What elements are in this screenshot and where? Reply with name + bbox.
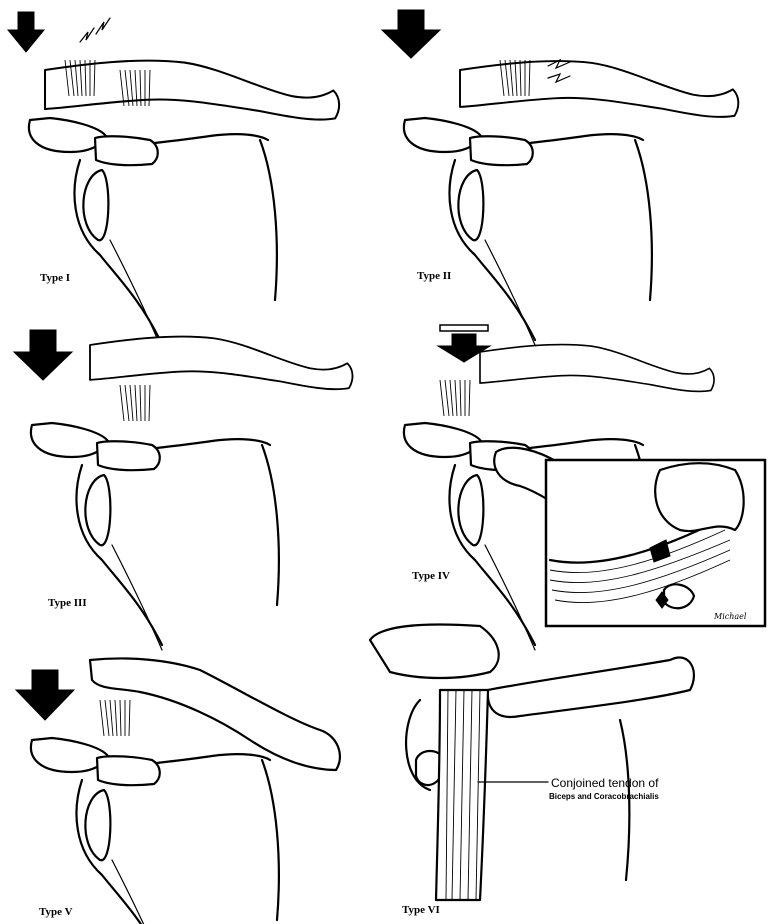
type-6-label: Type VI xyxy=(402,904,440,916)
conjoined-tendon-callout: Conjoined tendon of xyxy=(551,776,658,790)
force-arrow-icon xyxy=(8,12,44,52)
panel-type-5 xyxy=(16,658,340,924)
panel-type-4 xyxy=(404,325,765,650)
type-2-label: Type II xyxy=(417,270,451,282)
type-4-label: Type IV xyxy=(412,570,450,582)
force-arrow-icon xyxy=(382,10,440,58)
clavicle xyxy=(488,657,694,716)
type-3-label: Type III xyxy=(48,597,87,609)
injury-lightning-icon xyxy=(80,18,110,42)
force-arrow-icon xyxy=(14,330,72,380)
clavicle xyxy=(90,658,340,770)
force-arrow-icon xyxy=(16,670,74,720)
artist-signature: Michael xyxy=(714,612,746,621)
type-1-label: Type I xyxy=(40,272,70,284)
posterior-view-inset xyxy=(546,460,765,626)
type-5-label: Type V xyxy=(39,906,73,918)
panel-type-2 xyxy=(382,10,738,345)
conjoined-tendon-callout-detail: Biceps and Coracobrachialis xyxy=(549,792,659,801)
panel-type-1 xyxy=(8,12,339,345)
panel-type-6 xyxy=(370,625,694,900)
